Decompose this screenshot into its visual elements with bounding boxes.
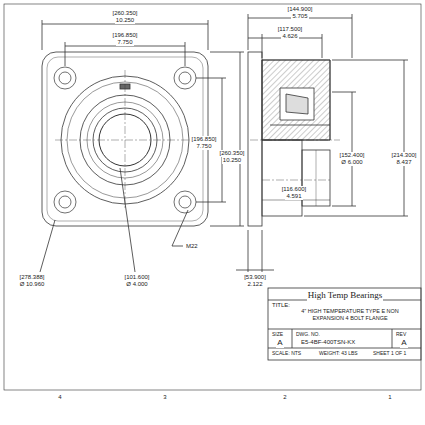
dimension-text: M22	[185, 243, 199, 250]
dimension-text: 10.250	[222, 157, 242, 164]
dimension-text: [152.400]	[338, 152, 365, 159]
title-block-text: REV	[395, 331, 407, 338]
zone-number: 4	[57, 394, 62, 402]
zone-number: 3	[162, 394, 167, 402]
dimension-text: [260.350]	[111, 10, 138, 17]
title-block-text: SCALE: NTS	[271, 350, 302, 357]
title-block-text: A	[400, 338, 407, 348]
dimension-text: [260.350]	[218, 150, 245, 157]
dimension-text: [53.900]	[243, 274, 267, 281]
dimension-text: [144.900]	[286, 6, 313, 13]
zone-number: 1	[387, 394, 392, 402]
dimension-text: [214.300]	[390, 152, 417, 159]
title-block-text: SIZE	[271, 331, 284, 338]
title-block-text: A	[276, 338, 283, 348]
title-block-text: E5-4BF-400TSN-KX	[300, 339, 356, 347]
zone-number: 2	[282, 394, 287, 402]
dimension-text: 4.591	[285, 193, 302, 200]
title-block-text: TITLE:	[271, 302, 291, 309]
title-block-text: SHEET 1 OF 1	[372, 350, 407, 357]
dimension-text: 4.626	[281, 33, 298, 40]
dimension-text: 10.250	[115, 17, 135, 24]
dimension-text: Ø 4.000	[125, 281, 148, 288]
dimension-text: Ø 6.000	[340, 159, 363, 166]
dimension-text: 7.750	[116, 39, 133, 46]
title-block-text: WEIGHT: 43 LBS	[318, 350, 359, 357]
dimension-text: [196.850]	[190, 136, 217, 143]
dimension-text: [196.850]	[111, 32, 138, 39]
dimension-text: [117.500]	[277, 26, 304, 33]
dimension-text: 5.705	[291, 13, 308, 20]
dimension-text: 2.122	[246, 281, 263, 288]
title-block-text: 4" HIGH TEMPERATURE TYPE E NON EXPANSION…	[289, 308, 411, 322]
dimension-text: 7.750	[195, 143, 212, 150]
title-block-text: High Temp Bearings	[307, 290, 384, 301]
dimension-text: [116.600]	[281, 186, 308, 193]
dimension-text: 8.437	[395, 159, 412, 166]
dimension-text: Ø 10.960	[19, 281, 46, 288]
dimension-text: [101.600]	[123, 274, 150, 281]
title-block-text: DWG. NO.	[295, 331, 321, 338]
dimension-text: [278.388]	[18, 274, 45, 281]
